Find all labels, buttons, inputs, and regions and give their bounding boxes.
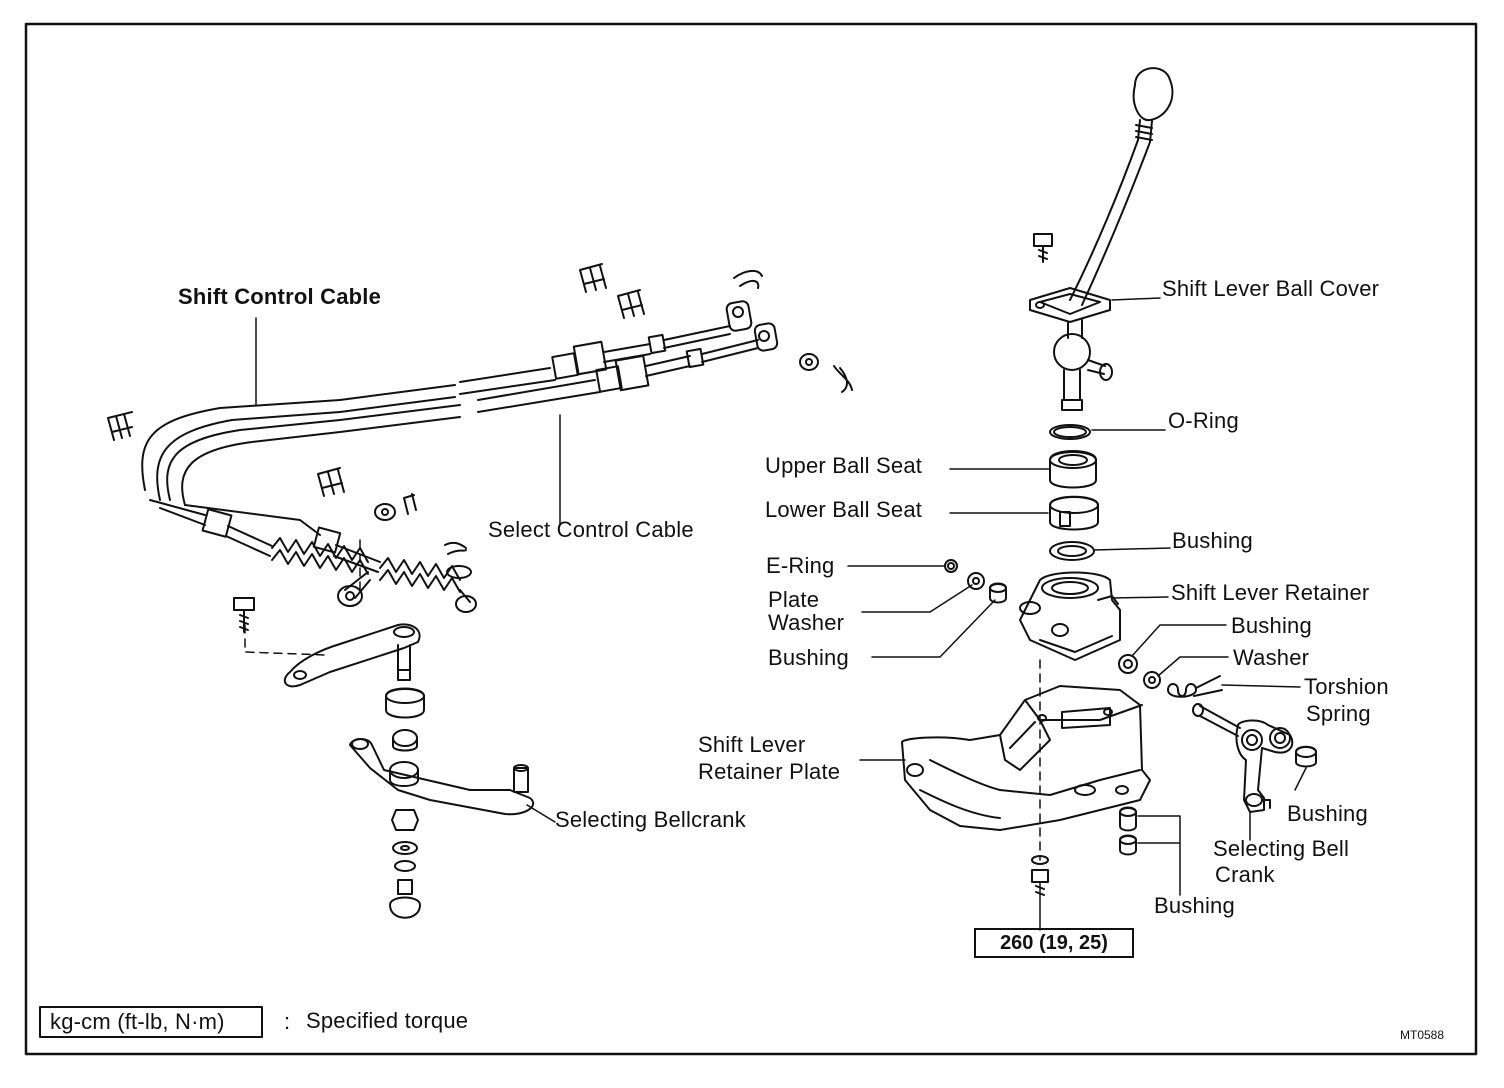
legend-unit-text: kg-cm (ft-lb, N·m) xyxy=(50,1009,225,1034)
cable-lower-ends-drawing xyxy=(149,499,477,613)
label-plate-washer-line2: Washer xyxy=(768,610,845,635)
label-washer: Washer xyxy=(1233,645,1310,670)
cable-clips-drawing xyxy=(107,263,853,579)
label-selecting-bell-crank-line2: Crank xyxy=(1215,862,1275,887)
label-e-ring: E-Ring xyxy=(766,553,835,578)
label-torsion-spring-line2: Spring xyxy=(1306,701,1371,726)
shift-lever-drawing xyxy=(944,67,1174,661)
bell-crank-right-drawing xyxy=(1118,654,1317,856)
label-shift-lever-retainer: Shift Lever Retainer xyxy=(1171,580,1370,605)
label-shift-lever-ball-cover: Shift Lever Ball Cover xyxy=(1162,276,1380,301)
leader-lines-right xyxy=(847,297,1307,896)
bellcrank-stack-drawing xyxy=(349,687,535,919)
label-bushing-4: Bushing xyxy=(1154,893,1235,918)
label-retainer-plate-line1: Shift Lever xyxy=(698,732,806,757)
label-shift-control-cable: Shift Control Cable xyxy=(178,284,382,309)
label-select-control-cable: Select Control Cable xyxy=(488,517,694,542)
label-selecting-bell-crank-line1: Selecting Bell xyxy=(1213,836,1350,861)
select-control-cable-drawing xyxy=(166,322,779,506)
label-bushing-3: Bushing xyxy=(1287,801,1368,826)
legend-description: Specified torque xyxy=(306,1008,469,1033)
label-o-ring: O-Ring xyxy=(1168,408,1239,433)
diagram-frame xyxy=(24,22,1478,1056)
shift-control-cable-drawing xyxy=(141,300,753,501)
retainer-plate-drawing xyxy=(901,685,1151,831)
torque-value-box: 260 (19, 25) xyxy=(974,928,1134,958)
label-bushing-left: Bushing xyxy=(768,645,849,670)
bolt-left-drawing xyxy=(233,597,255,633)
label-retainer-plate-line2: Retainer Plate xyxy=(698,759,841,784)
figure-code: MT0588 xyxy=(1400,1028,1445,1042)
label-selecting-bellcrank: Selecting Bellcrank xyxy=(555,807,746,832)
plate-bolt-drawing xyxy=(1031,855,1049,931)
legend-separator: : xyxy=(284,1009,291,1034)
label-upper-ball-seat: Upper Ball Seat xyxy=(765,453,923,478)
selecting-lever-drawing xyxy=(283,623,421,688)
label-plate-washer-line1: Plate xyxy=(768,587,820,612)
legend-box-outline xyxy=(39,1006,263,1038)
label-bushing-1: Bushing xyxy=(1172,528,1253,553)
label-lower-ball-seat: Lower Ball Seat xyxy=(765,497,923,522)
label-bushing-2: Bushing xyxy=(1231,613,1312,638)
label-torsion-spring-line1: Torshion xyxy=(1304,674,1389,699)
